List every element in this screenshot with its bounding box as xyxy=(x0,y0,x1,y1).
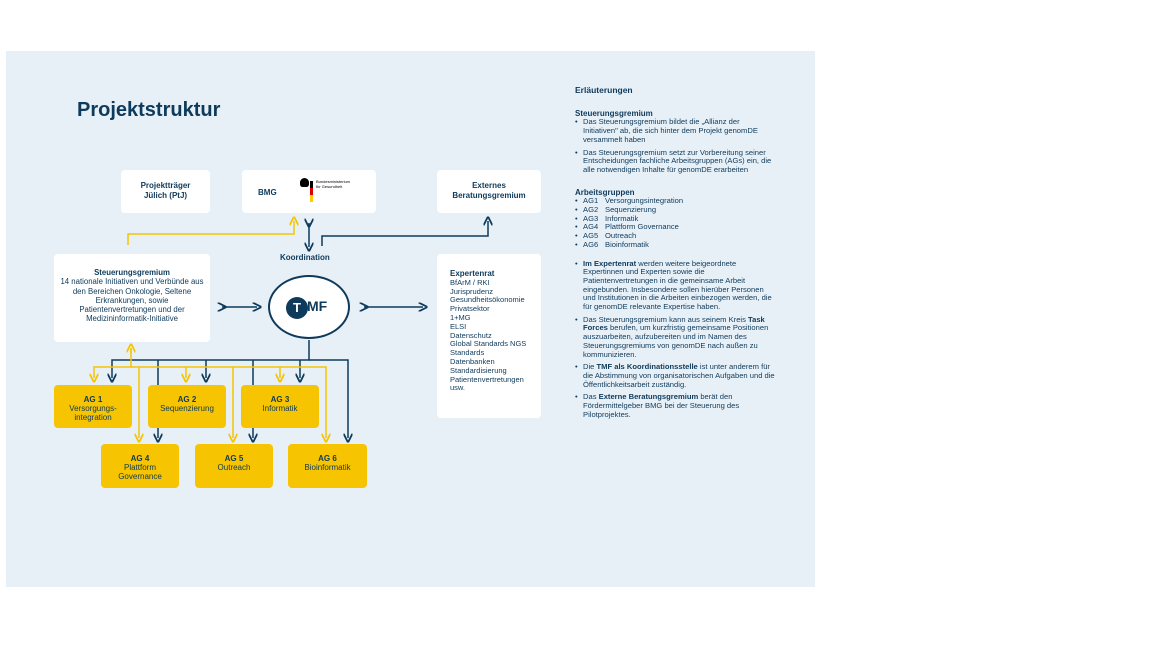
steuer-item: Das Steuerungsgremium bildet die „Allian… xyxy=(575,118,775,144)
expertenrat-item: Patientenvertretungen xyxy=(450,374,524,384)
expertenrat-item: Jurisprudenz xyxy=(450,286,493,296)
steuer-heading: Steuerungsgremium xyxy=(575,108,653,118)
expertenrat-item: Datenschutz xyxy=(450,330,492,340)
bmg-logo-text-1: Bundesministerium xyxy=(316,179,351,184)
ag1-number: AG 1 xyxy=(83,395,103,404)
ag3-number: AG 3 xyxy=(270,395,290,404)
ag4-number: AG 4 xyxy=(130,454,150,463)
note-item: Das Steuerungsgremium kann aus seinem Kr… xyxy=(575,315,775,360)
expertenrat-item: Privatsektor xyxy=(450,304,490,314)
expertenrat-item: usw. xyxy=(450,383,466,393)
expertenrat-title: Expertenrat xyxy=(450,269,495,278)
ag3-box: AG 3 Informatik xyxy=(241,385,319,428)
ag5-number: AG 5 xyxy=(224,454,244,463)
bmg-label: BMG xyxy=(258,188,277,197)
ag1-box: AG 1 Versorgungs- integration xyxy=(54,385,132,428)
note-item: Das Externe Beratungsgremium berät den F… xyxy=(575,392,775,419)
expertenrat-item: Global Standards NGS xyxy=(450,339,527,349)
ag3-name: Informatik xyxy=(262,404,298,413)
expertenrat-item: Standardisierung xyxy=(450,365,507,375)
page-title: Projektstruktur xyxy=(77,99,221,121)
tmf-mf: MF xyxy=(307,298,328,314)
steuerungsgremium-text: 14 nationale Initiativen und Verbünde au… xyxy=(60,277,204,324)
expertenrat-box: Expertenrat BfArM / RKI Jurisprudenz Ges… xyxy=(437,254,541,418)
ag6-name: Bioinformatik xyxy=(304,463,351,472)
ag6-box: AG 6 Bioinformatik xyxy=(288,444,367,488)
steuer-item: Das Steuerungsgremium setzt zur Vorberei… xyxy=(575,148,775,175)
expertenrat-item: 1+MG xyxy=(450,312,471,322)
ptj-box: Projektträger Jülich (PtJ) xyxy=(121,170,210,213)
note-item: Im Expertenrat werden weitere beigeordne… xyxy=(575,259,775,312)
tmf-logo: T MF xyxy=(268,275,350,339)
ag4-name: Plattform Governance xyxy=(118,463,162,481)
externes-box: Externes Beratungsgremium xyxy=(437,170,541,213)
expertenrat-item: BfArM / RKI xyxy=(450,277,490,287)
ag4-box: AG 4 Plattform Governance xyxy=(101,444,179,488)
ag2-name: Sequenzierung xyxy=(160,404,214,413)
tmf-t: T xyxy=(286,297,308,319)
steuerungsgremium-title: Steuerungsgremium xyxy=(94,268,170,277)
koordination-label: Koordination xyxy=(280,253,330,262)
ag6-number: AG 6 xyxy=(318,454,337,463)
ag5-name: Outreach xyxy=(217,463,251,472)
ag2-box: AG 2 Sequenzierung xyxy=(148,385,226,428)
explanations-title: Erläuterungen xyxy=(575,85,633,95)
explanations: Erläuterungen Steuerungsgremium Das Steu… xyxy=(575,86,775,426)
expertenrat-item: Datenbanken xyxy=(450,356,495,366)
expertenrat-item: Gesundheitsökonomie xyxy=(450,295,525,305)
ag1-name: Versorgungs- integration xyxy=(69,404,117,422)
bmg-logo-text-2: für Gesundheit xyxy=(316,184,343,189)
german-flag-icon xyxy=(310,181,313,203)
bmg-box: BMG Bundesministerium für Gesundheit xyxy=(242,170,376,213)
eagle-icon xyxy=(300,178,309,187)
note-item: Die TMF als Koordinationsstelle ist unte… xyxy=(575,362,775,389)
steuerungsgremium-box: Steuerungsgremium 14 nationale Initiativ… xyxy=(54,254,210,342)
ag-heading: Arbeitsgruppen xyxy=(575,187,635,197)
expertenrat-item: ELSI xyxy=(450,321,467,331)
ag5-box: AG 5 Outreach xyxy=(195,444,273,488)
expertenrat-item: Standards xyxy=(450,348,485,358)
ag2-number: AG 2 xyxy=(177,395,197,404)
